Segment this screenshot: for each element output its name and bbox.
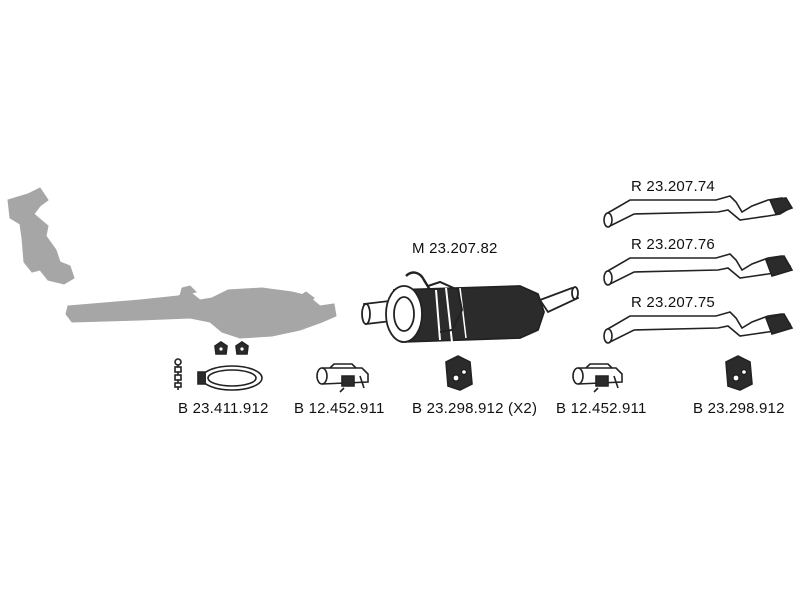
clamp-kit-label: B 23.411.912 xyxy=(178,400,269,417)
tail-pipe-1-part xyxy=(603,195,794,228)
clamp-part-2 xyxy=(572,363,623,393)
hanger-part-double xyxy=(445,355,473,391)
clamp-1-label: B 12.452.911 xyxy=(294,400,385,417)
tail-pipe-1-label: R 23.207.74 xyxy=(631,178,715,195)
muffler-label: M 23.207.82 xyxy=(412,240,498,257)
clamp-part-1 xyxy=(316,363,369,393)
exhaust-manifold-grey xyxy=(7,187,75,285)
tail-pipe-2-part xyxy=(603,253,794,286)
hanger-single-label: B 23.298.912 xyxy=(693,400,785,417)
catalytic-converter-grey xyxy=(65,285,337,339)
clamp-2-label: B 12.452.911 xyxy=(556,400,647,417)
tail-pipe-2-label: R 23.207.76 xyxy=(631,236,715,253)
muffler-part xyxy=(361,271,580,343)
hanger-double-label: B 23.298.912 (X2) xyxy=(412,400,538,417)
clamp-kit-part xyxy=(174,341,263,391)
tail-pipe-3-part xyxy=(603,311,794,344)
tail-pipe-3-label: R 23.207.75 xyxy=(631,294,715,311)
hanger-part-single xyxy=(725,355,753,391)
